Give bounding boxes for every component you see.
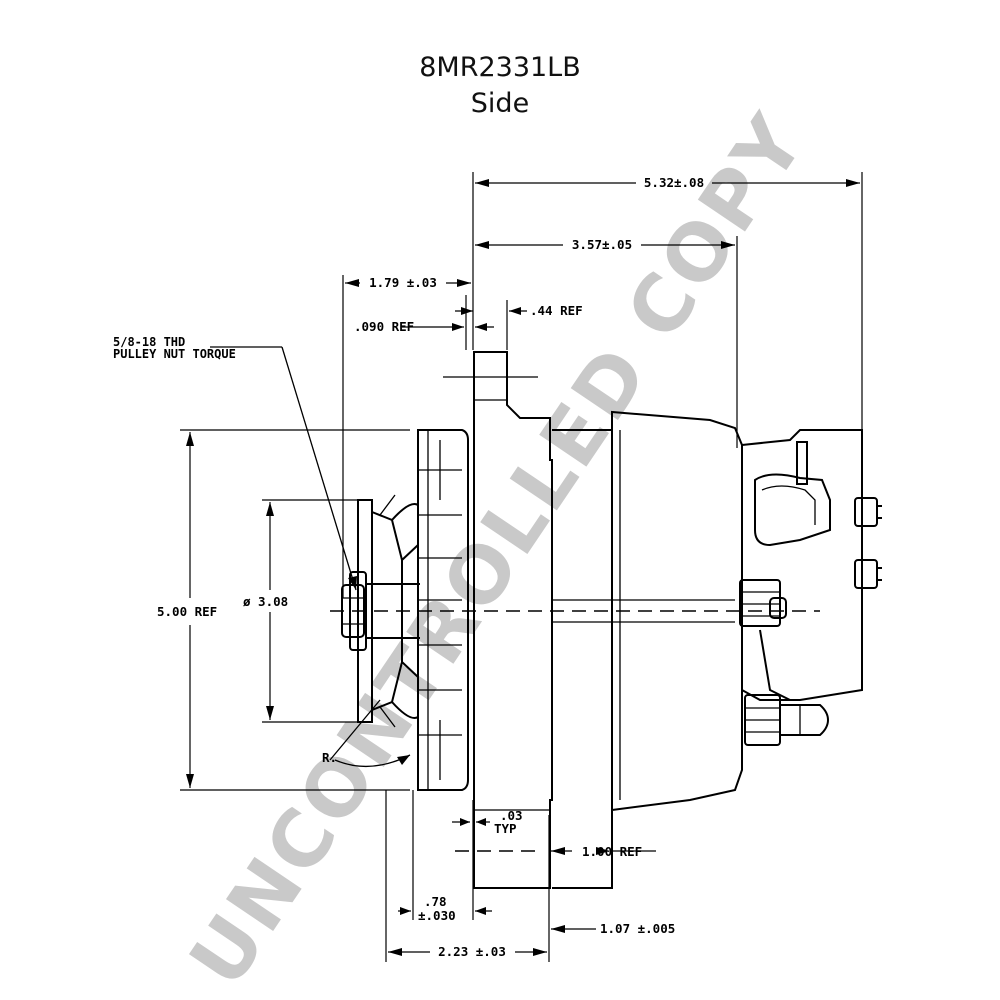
- dim-hub-length-value: .78: [424, 894, 447, 909]
- dim-flange-thickness: .090 REF: [354, 319, 414, 334]
- centerlines: [330, 376, 820, 852]
- note-torque-spec: PULLEY NUT TORQUE: [113, 347, 236, 361]
- dim-hub-length-tol: ±.030: [418, 908, 456, 923]
- dim-pulley-offset: 1.79 ±.03: [369, 275, 437, 290]
- dimension-lines: [186, 179, 860, 956]
- view-name: Side: [470, 88, 530, 119]
- dim-overall-length: 5.32±.08: [644, 175, 704, 190]
- dim-mount-width: 1.07 ±.005: [600, 921, 675, 936]
- dim-groove-angle: R.: [322, 750, 337, 765]
- dim-flange-step: .44 REF: [530, 303, 583, 318]
- cooling-fan: [417, 429, 469, 791]
- part-number: 8MR2331LB: [419, 52, 581, 83]
- dim-housing-length: 3.57±.05: [572, 237, 632, 252]
- pulley: [357, 494, 419, 728]
- stator-body: [552, 410, 743, 889]
- title-block: 8MR2331LB Side: [0, 50, 1000, 122]
- extension-lines: [180, 172, 863, 962]
- dim-pulley-diameter: ø 3.08: [243, 594, 288, 609]
- dim-lip-note: TYP: [494, 821, 517, 836]
- dim-mount-offset: 1.00 REF: [582, 844, 642, 859]
- rear-frame: [739, 429, 882, 746]
- dim-fan-diameter: 5.00 REF: [157, 604, 217, 619]
- uncontrolled-copy-watermark: UNCONTROLLED COPY: [173, 98, 823, 1000]
- front-housing: [473, 351, 553, 889]
- note-thread-spec: 5/8-18 THD: [113, 335, 185, 349]
- note-leader: [210, 346, 357, 591]
- dim-lip-thickness: .03: [500, 808, 523, 823]
- groove-angle-annotation: [329, 699, 411, 768]
- dim-pulley-to-mount: 2.23 ±.03: [438, 944, 506, 959]
